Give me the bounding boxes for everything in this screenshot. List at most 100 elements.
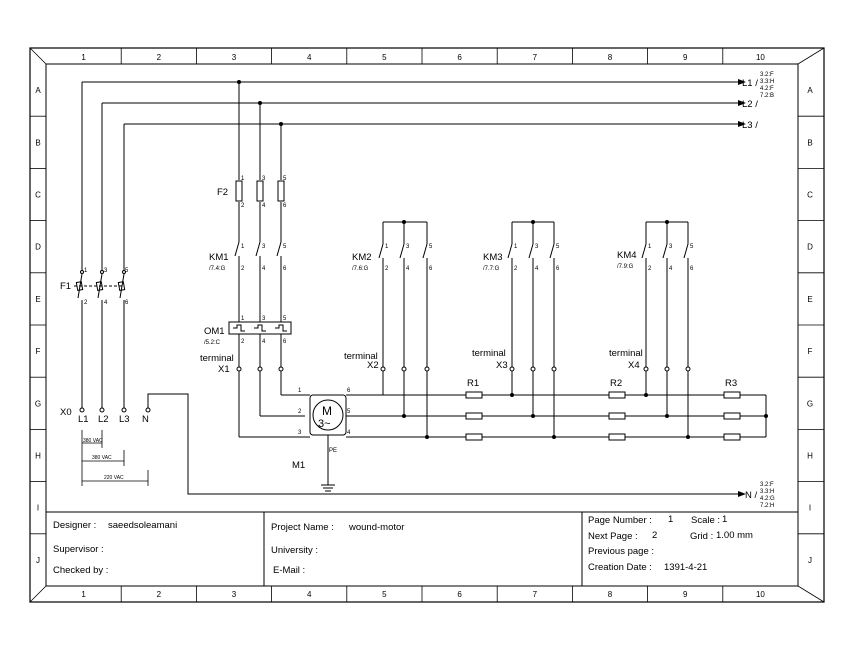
column-number-bottom: 9 xyxy=(683,590,688,599)
column-number-bottom: 1 xyxy=(81,590,86,599)
row-letter-right: B xyxy=(807,138,812,147)
arrow-heads xyxy=(738,79,746,497)
supervisor-label: Supervisor : xyxy=(53,544,104,555)
terminal-l1: L1 xyxy=(78,414,89,425)
column-number-bottom: 10 xyxy=(756,590,765,599)
km4-terminal xyxy=(685,366,691,372)
row-letter-right: E xyxy=(807,295,812,304)
l1-cross-references: 3.2:F 3.3:H 4.2:F 7.2:B xyxy=(760,72,774,99)
km1-ref: /7.4:G xyxy=(209,266,226,272)
km2-terminal xyxy=(401,366,407,372)
row-letter-left: E xyxy=(35,295,40,304)
km4-terminal xyxy=(664,366,670,372)
terminal-x0: X0 xyxy=(60,407,72,418)
r3-label: R3 xyxy=(725,378,737,389)
km2-pin-top: 1 xyxy=(385,244,389,250)
column-number-bottom: 5 xyxy=(382,590,387,599)
column-number-top: 5 xyxy=(382,53,387,62)
om1-ref: /5.2:C xyxy=(204,340,221,346)
motor-pe: PE xyxy=(329,448,337,454)
x3-label: X3 xyxy=(496,360,508,371)
om1-overload-relay xyxy=(228,321,292,335)
l1-ref-4: 7.2:B xyxy=(760,93,774,99)
voltage-dimensions xyxy=(81,430,149,486)
l1-ref-3: 4.2:F xyxy=(760,86,774,92)
voltage-l1-l2: 380 VAC xyxy=(83,438,103,444)
motor-m1 xyxy=(309,394,347,492)
project-label: Project Name : xyxy=(271,522,334,533)
km2-pin-bottom: 2 xyxy=(385,266,389,272)
contactor-groups xyxy=(378,221,691,437)
n-cross-references: 3.2:F 3.3:H 4.2:G 7.2:H xyxy=(760,482,775,509)
row-letter-left: F xyxy=(36,347,41,356)
x1-terminals xyxy=(236,366,284,372)
km3-terminal xyxy=(509,366,515,372)
km3-pin-top: 1 xyxy=(514,244,518,250)
resistors xyxy=(465,391,741,441)
rotor-lines xyxy=(346,394,767,438)
row-letter-right: A xyxy=(807,86,813,95)
column-number-top: 9 xyxy=(683,53,688,62)
f2-pin-2: 2 xyxy=(241,203,245,209)
row-letter-right: J xyxy=(808,556,812,565)
f2-pin-3: 3 xyxy=(262,176,266,182)
grid-label: Grid : xyxy=(690,531,713,542)
km2-terminal xyxy=(380,366,386,372)
f2-label: F2 xyxy=(217,187,228,198)
column-number-bottom: 8 xyxy=(608,590,613,599)
km2-label: KM2 xyxy=(352,252,372,263)
line-label-l1: L1 / xyxy=(742,78,758,89)
km4-contact xyxy=(683,243,689,259)
column-number-top: 8 xyxy=(608,53,613,62)
designer-label: Designer : xyxy=(53,520,96,531)
column-number-top: 2 xyxy=(157,53,162,62)
supply-lines xyxy=(81,81,738,495)
grid-value: 1.00 mm xyxy=(716,530,753,541)
f2-pin-6: 6 xyxy=(283,203,287,209)
column-number-top: 3 xyxy=(232,53,237,62)
km3-ref: /7.7:G xyxy=(483,266,500,272)
f1-pin-2: 2 xyxy=(84,300,88,306)
km1-pin-5: 5 xyxy=(283,244,287,250)
km2-pin-bottom: 4 xyxy=(406,266,410,272)
motor-symbol: M xyxy=(322,404,332,418)
km1-contacts xyxy=(234,241,282,257)
x2-terminal-caption: terminal xyxy=(344,351,378,362)
om1-pin-1: 1 xyxy=(241,316,245,322)
km2-pin-top: 5 xyxy=(429,244,433,250)
page-number-value: 1 xyxy=(668,514,673,525)
km4-pin-top: 3 xyxy=(669,244,673,250)
grid-markers xyxy=(30,48,824,602)
f2-fuses xyxy=(235,180,285,202)
f2-pin-1: 1 xyxy=(241,176,245,182)
om1-pin-5: 5 xyxy=(283,316,287,322)
checked-label: Checked by : xyxy=(53,565,108,576)
f2-pin-5: 5 xyxy=(283,176,287,182)
km4-pin-top: 5 xyxy=(690,244,694,250)
km1-pin-1: 1 xyxy=(241,244,245,250)
f1-pin-1: 1 xyxy=(84,268,88,274)
column-number-bottom: 2 xyxy=(157,590,162,599)
l1-ref-2: 3.3:H xyxy=(760,79,774,85)
km3-pin-bottom: 2 xyxy=(514,266,518,272)
university-label: University : xyxy=(271,545,318,556)
column-number-top: 10 xyxy=(756,53,765,62)
column-number-top: 4 xyxy=(307,53,312,62)
km4-label: KM4 xyxy=(617,250,637,261)
column-number-top: 6 xyxy=(457,53,462,62)
line-label-l3: L3 / xyxy=(742,120,758,131)
terminal-n: N xyxy=(142,414,149,425)
r1-label: R1 xyxy=(467,378,479,389)
column-number-bottom: 3 xyxy=(232,590,237,599)
row-letter-right: I xyxy=(809,504,811,513)
om1-pin-4: 4 xyxy=(262,339,266,345)
motor-pin-2: 2 xyxy=(298,409,302,415)
motor-phase: 3~ xyxy=(318,418,331,430)
km4-contact xyxy=(641,243,647,259)
x2-label: X2 xyxy=(367,360,379,371)
row-letter-right: C xyxy=(807,191,813,200)
terminal-l3: L3 xyxy=(119,414,130,425)
next-page-value: 2 xyxy=(652,530,657,541)
km3-pin-bottom: 6 xyxy=(556,266,560,272)
